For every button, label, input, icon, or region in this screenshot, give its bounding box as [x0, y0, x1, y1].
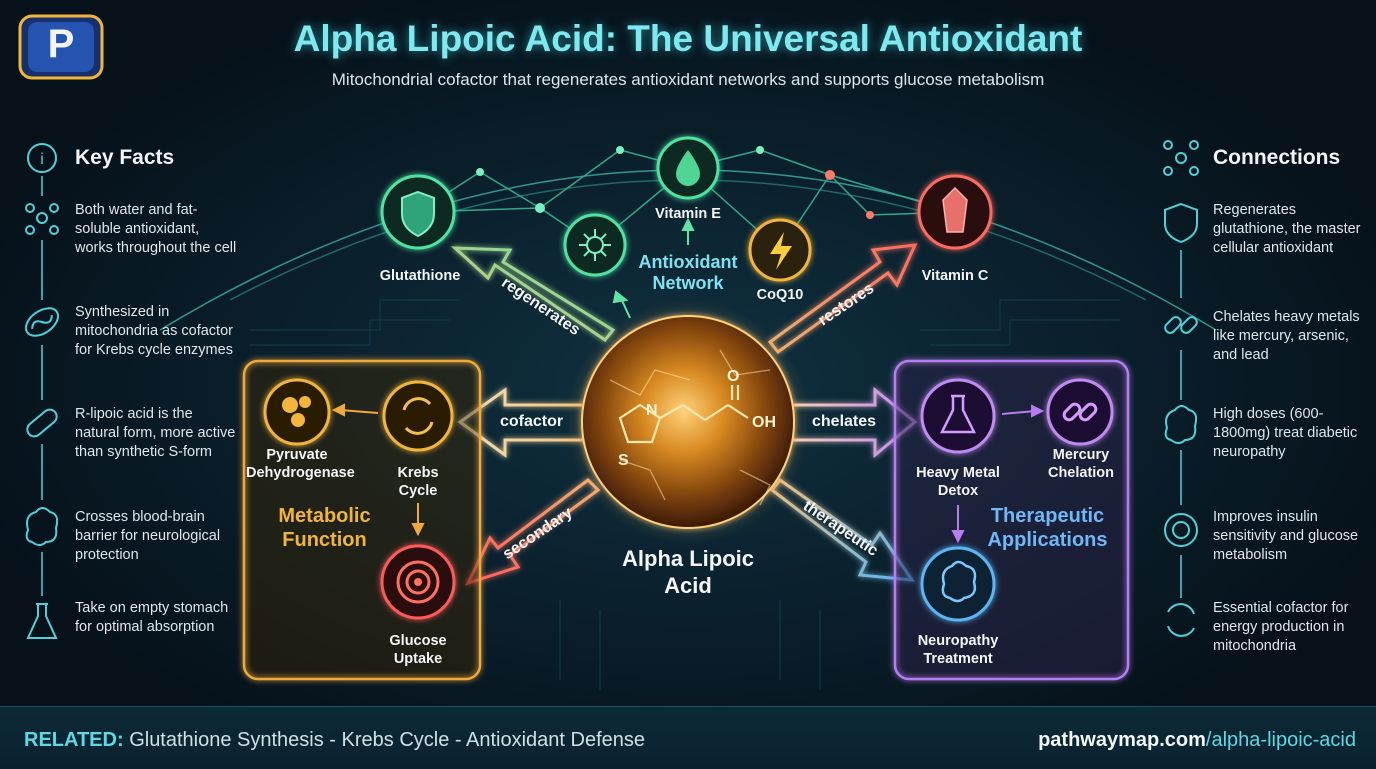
footer-bar	[0, 706, 1376, 769]
shield-icon	[401, 190, 435, 238]
heavy-metal-detox-node	[920, 378, 996, 454]
therapeutic-title: Therapeutic Applications	[987, 505, 1108, 551]
connection-1: Regenerates glutathione, the master cell…	[1213, 202, 1361, 256]
page-subtitle: Mitochondrial cofactor that regenerates …	[331, 70, 1045, 89]
coq10-label: CoQ10	[756, 287, 804, 303]
arrow-restores	[767, 243, 918, 355]
connection-5: Essential cofactor for energy production…	[1213, 600, 1349, 654]
key-facts-icons	[24, 143, 60, 639]
connections-title: Connections	[1213, 146, 1341, 169]
circuit-background	[250, 299, 1120, 690]
enzyme-icon	[282, 396, 311, 427]
pyruvate-label: Pyruvate Dehydrogenase	[246, 447, 355, 481]
droplet-icon	[676, 150, 700, 186]
atom-oh: OH	[752, 414, 776, 431]
related-links: RELATED: Glutathione Synthesis - Krebs C…	[24, 729, 645, 752]
chain-icon	[1062, 402, 1098, 422]
source-url[interactable]: pathwaymap.com/alpha-lipoic-acid	[1038, 729, 1356, 752]
connection-4: Improves insulin sensitivity and glucose…	[1213, 509, 1359, 563]
related-label: RELATED:	[24, 729, 124, 751]
key-fact-2: Synthesized in mitochondria as cofactor …	[75, 304, 233, 358]
arrow-regenerates	[450, 246, 616, 343]
metabolic-title: Metabolic Function	[278, 505, 371, 551]
krebs-cycle-node	[382, 380, 454, 452]
info-icon: i	[40, 151, 44, 168]
vitamin-c-label: Vitamin C	[921, 268, 989, 284]
connection-2: Chelates heavy metals like mercury, arse…	[1213, 309, 1360, 363]
metabolic-arrows	[331, 403, 425, 537]
connections-icons	[1163, 140, 1199, 637]
neuropathy-node	[920, 546, 996, 622]
logo-letter: P	[47, 22, 75, 66]
key-fact-5: Take on empty stomach for optimal absorp…	[75, 600, 229, 635]
url-domain: pathwaymap.com	[1038, 729, 1206, 751]
glucose-label: Glucose Uptake	[389, 633, 447, 667]
sphere-cracks	[609, 349, 771, 506]
arrow-therapeutic	[769, 477, 916, 582]
arrow-label-chelates: chelates	[812, 413, 877, 430]
mercury-label: Mercury Chelation	[1047, 447, 1115, 481]
flask-icon	[939, 394, 977, 434]
network-dots	[476, 146, 874, 219]
target-icon	[396, 560, 440, 604]
key-fact-1: Both water and fat-soluble antioxidant, …	[75, 202, 237, 256]
atom-s: S	[618, 452, 629, 469]
atom-o: O	[727, 368, 740, 385]
related-text[interactable]: Glutathione Synthesis - Krebs Cycle - An…	[129, 729, 646, 751]
center-sphere	[581, 315, 795, 529]
antioxidant-network-label: Antioxidant Network	[638, 252, 738, 293]
key-facts-title: Key Facts	[75, 146, 175, 169]
network-small-arrows	[612, 217, 695, 319]
molecule-hub-icon	[579, 229, 611, 261]
page-title: Alpha Lipoic Acid: The Universal Antioxi…	[293, 18, 1083, 59]
therapeutic-arrows	[951, 404, 1045, 544]
connection-3: High doses (600-1800mg) treat diabetic n…	[1213, 406, 1358, 460]
key-fact-4: Crosses blood-brain barrier for neurolog…	[75, 509, 221, 563]
crystal-icon	[942, 186, 968, 233]
brain-icon	[941, 560, 977, 603]
molecule-structure	[618, 385, 749, 444]
network-hub-node	[563, 213, 627, 277]
vitamin-e-label: Vitamin E	[655, 206, 721, 222]
url-path: /alpha-lipoic-acid	[1205, 729, 1356, 751]
neuropathy-label: Neuropathy Treatment	[917, 633, 999, 667]
arrow-label-cofactor: cofactor	[500, 413, 564, 430]
pyruvate-node	[263, 378, 331, 446]
detox-label: Heavy Metal Detox	[916, 465, 1000, 499]
lightning-icon	[770, 232, 792, 270]
key-fact-3: R-lipoic acid is the natural form, more …	[75, 406, 236, 460]
glutathione-label: Glutathione	[379, 268, 461, 284]
logo	[18, 14, 104, 80]
center-name: Alpha Lipoic Acid	[622, 546, 754, 598]
krebs-label: Krebs Cycle	[397, 465, 439, 499]
atom-n: N	[646, 402, 658, 419]
cycle-arrows-icon	[402, 397, 434, 435]
